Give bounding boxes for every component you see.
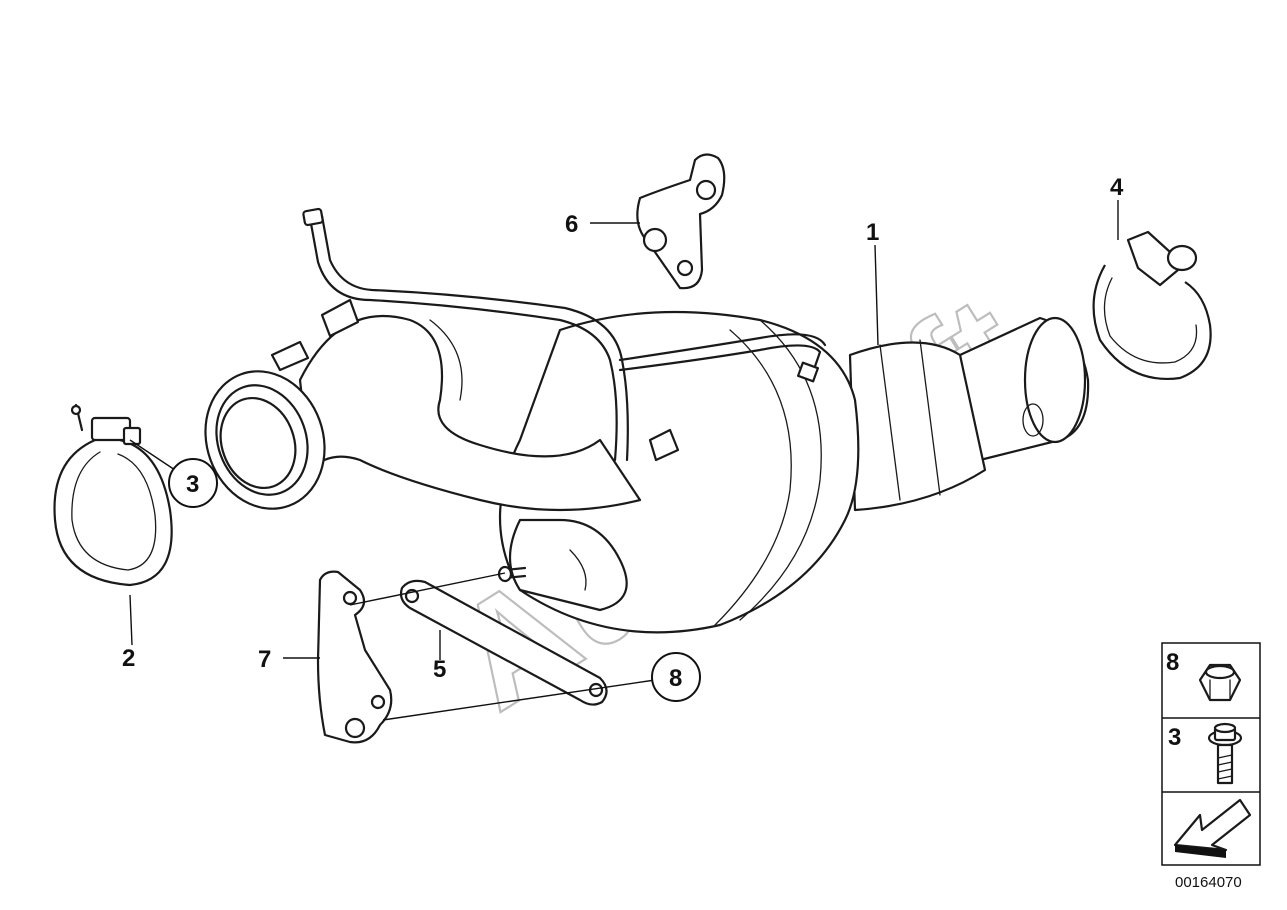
callout-3-circle (168, 458, 218, 508)
nut-icon (1198, 663, 1242, 702)
arrow-icon (1173, 798, 1252, 858)
callout-2: 2 (122, 645, 135, 672)
callout-5: 5 (433, 656, 446, 683)
callout-4: 4 (1110, 174, 1124, 201)
callout-8-circle (651, 652, 701, 702)
callout-7: 7 (258, 646, 271, 673)
clamp-2-drawing (53, 403, 173, 587)
strut-5-drawing (399, 579, 608, 706)
callout-6: 6 (565, 211, 578, 238)
legend-label-8: 8 (1166, 649, 1179, 676)
bracket-6-drawing (636, 153, 726, 290)
callout-8: 8 (669, 665, 682, 692)
hardware-legend: 8 3 (1161, 642, 1261, 866)
clamp-4-drawing (1092, 230, 1212, 380)
bracket-7-drawing (316, 570, 393, 744)
drawing-code: 00164070 (1175, 874, 1242, 891)
callout-3: 3 (186, 471, 199, 498)
callout-1: 1 (866, 219, 879, 246)
catalytic-converter-drawing (204, 207, 1090, 634)
legend-label-3: 3 (1168, 724, 1181, 751)
bolt-icon (1207, 722, 1243, 785)
